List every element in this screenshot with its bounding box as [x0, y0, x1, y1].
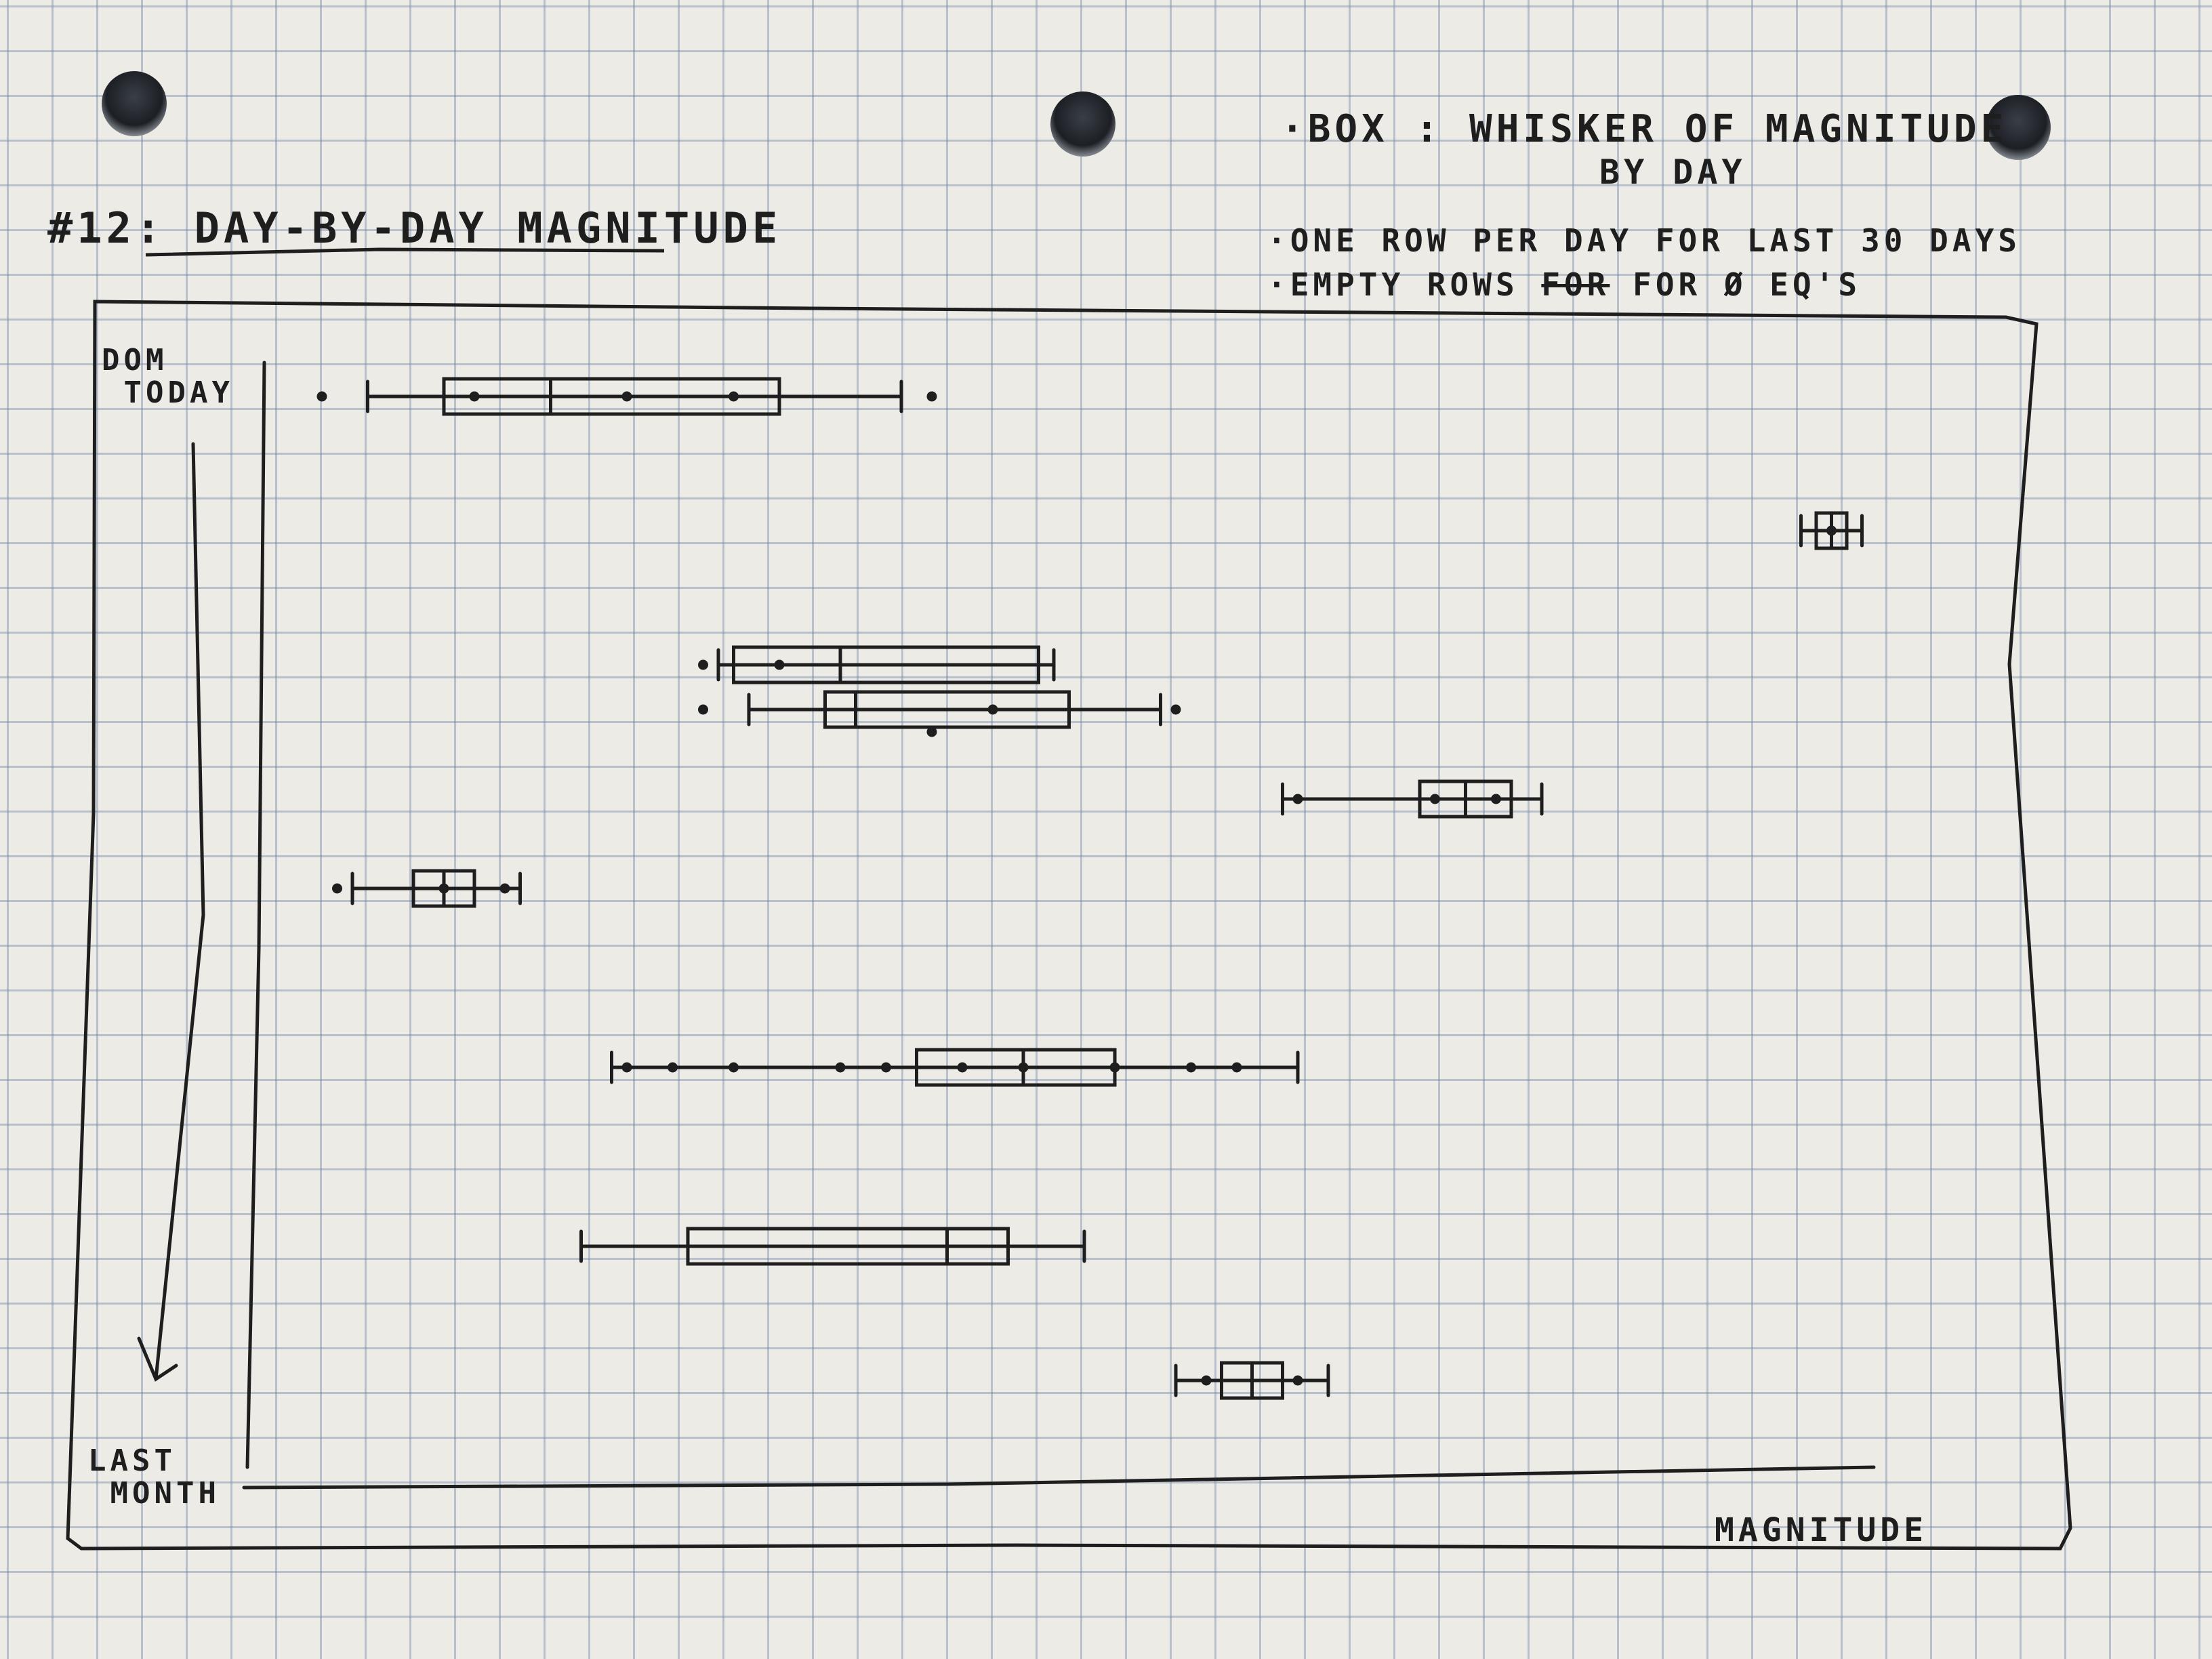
outlier-point [1186, 1062, 1196, 1073]
outlier-point [469, 391, 480, 402]
box-plot-row [610, 1048, 1300, 1087]
outlier-point [729, 1062, 739, 1073]
box-plot-row [579, 1227, 1086, 1266]
note-box-whisker: ·BOX : WHISKER OF MAGNITUDE [1281, 107, 2008, 151]
outlier-point [729, 391, 739, 402]
note-empty-rows-a: ·EMPTY ROWS [1267, 266, 1519, 303]
outlier-point [835, 1062, 846, 1073]
frame-outline [66, 300, 2072, 1551]
outlier-point [698, 704, 708, 715]
binder-hole-right [1986, 95, 2051, 160]
outlier-point [987, 704, 998, 715]
box-plot-row [1281, 779, 1544, 819]
note-by-day: BY DAY [1599, 152, 1746, 192]
outlier-point [1292, 1375, 1303, 1386]
box-plot-row [698, 645, 1056, 684]
outlier-point [1170, 704, 1181, 715]
note-one-row-per-day: ·ONE ROW PER DAY FOR LAST 30 DAYS [1267, 222, 2021, 259]
outlier-point [926, 391, 937, 402]
x-axis-label: MAGNITUDE [1715, 1511, 1928, 1549]
outlier-point [1201, 1375, 1212, 1386]
outlier-point [881, 1062, 891, 1073]
outlier-point [438, 883, 449, 894]
box-plot-row [1799, 511, 1864, 550]
box [442, 377, 781, 416]
box-plot-row [316, 377, 937, 416]
outlier-point [957, 1062, 968, 1073]
binder-hole-left [102, 71, 167, 136]
y-axis-line [245, 361, 266, 1469]
outlier-point [668, 1062, 678, 1073]
outlier-point [1430, 794, 1440, 804]
note-struck-word: FOR [1541, 266, 1610, 303]
box [732, 645, 1040, 684]
outlier-point [1109, 1062, 1120, 1073]
sketch-title: #12: DAY-BY-DAY MAGNITUDE [47, 203, 782, 253]
outlier-point [926, 726, 937, 737]
binder-hole-center [1050, 91, 1115, 157]
note-empty-rows-b: FOR Ø EQ'S [1633, 266, 1862, 303]
outlier-point [332, 883, 342, 894]
box-plot-row [1174, 1361, 1330, 1400]
box [686, 1227, 1010, 1266]
outlier-point [1018, 1062, 1029, 1073]
box-plot-row [698, 690, 1181, 729]
outlier-point [1826, 525, 1837, 536]
y-axis-bottom-label: LAST MONTH [88, 1443, 220, 1511]
outlier-point [1292, 794, 1303, 804]
box-plot-row [926, 726, 937, 737]
outlier-point [621, 1062, 632, 1073]
y-axis-arrow [154, 442, 205, 1381]
x-axis-line [242, 1465, 1876, 1490]
box [823, 690, 1071, 729]
outlier-point [316, 391, 327, 402]
outlier-point [698, 659, 708, 670]
outlier-point [1491, 794, 1501, 804]
y-axis-top-label: DOM TODAY [102, 343, 234, 410]
outlier-point [1231, 1062, 1242, 1073]
box-plot-row [332, 869, 522, 908]
outlier-point [774, 659, 785, 670]
note-empty-rows: ·EMPTY ROWS FOR FOR Ø EQ'S [1267, 266, 1861, 303]
outlier-point [499, 883, 510, 894]
outlier-point [621, 391, 632, 402]
